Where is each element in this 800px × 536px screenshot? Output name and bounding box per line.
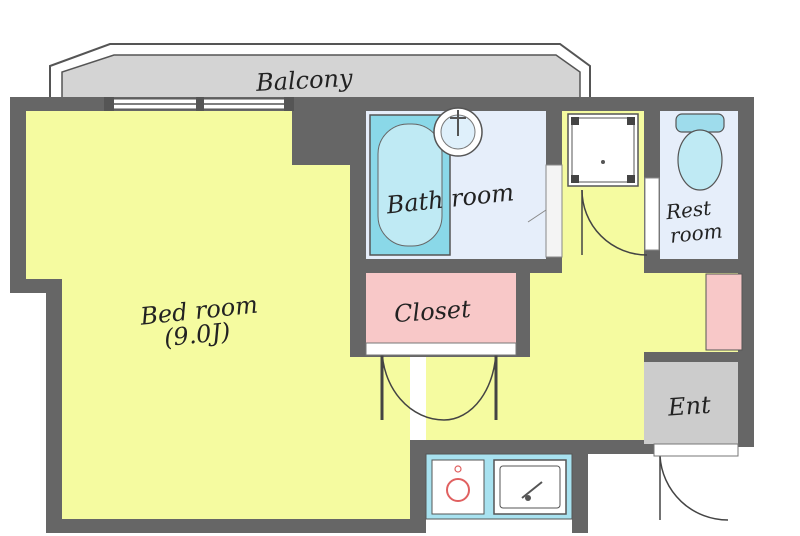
rest-room: [644, 111, 738, 259]
entrance-floor: [644, 362, 738, 444]
kitchen: [425, 453, 573, 520]
hall-floor: [426, 111, 738, 440]
kitchen-sink: [493, 459, 567, 515]
bath-room: [366, 107, 563, 259]
door-swings: [380, 189, 729, 521]
rest-room-label-line2: room: [669, 218, 724, 247]
toilet-tank: [675, 113, 725, 133]
toilet-bowl: [677, 129, 723, 191]
closet: [366, 273, 516, 343]
window: [104, 97, 294, 111]
balcony-label: Balcony: [254, 64, 353, 97]
bed-room-size-label: (9.0J): [163, 317, 232, 352]
entrance-label: Ent: [666, 391, 712, 422]
washer-space: [567, 113, 639, 187]
stove: [431, 459, 485, 515]
shoe-cabinet: [705, 273, 743, 351]
closet-label: Closet: [393, 295, 472, 328]
bed-room-floor: [26, 111, 410, 519]
rest-room-label-line1: Rest: [664, 196, 713, 225]
entrance-door: [653, 443, 739, 457]
